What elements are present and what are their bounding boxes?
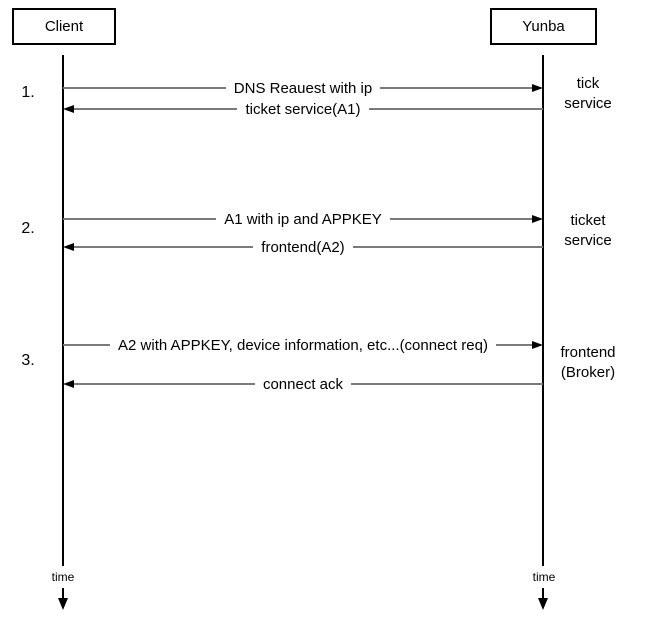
message-step1-response: ticket service(A1) — [63, 99, 543, 119]
message-step3-response-label: connect ack — [254, 375, 352, 393]
time-axis-client — [62, 588, 64, 599]
arrowhead-left-icon — [63, 243, 74, 251]
time-arrowhead-down-client-icon — [58, 598, 68, 610]
yunba-lifeline — [542, 55, 544, 566]
message-step2-response-label: frontend(A2) — [253, 238, 353, 256]
arrowhead-right-icon — [532, 84, 543, 92]
message-step2-request-label: A1 with ip and APPKEY — [216, 210, 390, 228]
actor-box-client: Client — [12, 8, 116, 45]
server-label-step3: frontend (Broker) — [548, 343, 628, 382]
message-step2-response: frontend(A2) — [63, 237, 543, 257]
server-label-step1: tick service — [548, 74, 628, 113]
actor-box-yunba: Yunba — [490, 8, 597, 45]
server-label-step2: ticket service — [548, 211, 628, 250]
server-label-line2: (Broker) — [560, 363, 616, 381]
arrowhead-right-icon — [532, 341, 543, 349]
time-label-yunba: time — [532, 570, 556, 584]
message-step1-response-label: ticket service(A1) — [237, 100, 369, 118]
time-arrowhead-down-yunba-icon — [538, 598, 548, 610]
server-label-line2: service — [564, 231, 612, 249]
message-step1-request-label: DNS Reauest with ip — [225, 79, 381, 97]
client-lifeline — [62, 55, 64, 566]
time-axis-yunba — [542, 588, 544, 599]
actor-yunba-label: Yunba — [522, 18, 565, 35]
message-step1-request: DNS Reauest with ip — [63, 78, 543, 98]
server-label-line1: tick — [576, 75, 600, 92]
arrowhead-right-icon — [532, 215, 543, 223]
arrowhead-left-icon — [63, 380, 74, 388]
server-label-line1: frontend — [560, 344, 616, 361]
step-number-2: 2. — [21, 220, 35, 237]
message-step3-response: connect ack — [63, 374, 543, 394]
arrowhead-left-icon — [63, 105, 74, 113]
message-step2-request: A1 with ip and APPKEY — [63, 209, 543, 229]
step-number-1: 1. — [21, 84, 35, 101]
server-label-line1: ticket — [570, 212, 606, 229]
server-label-line2: service — [564, 94, 612, 112]
message-step3-request-label: A2 with APPKEY, device information, etc.… — [110, 336, 496, 354]
step-number-3: 3. — [21, 352, 35, 369]
message-step3-request: A2 with APPKEY, device information, etc.… — [63, 335, 543, 355]
time-label-client: time — [51, 570, 75, 584]
actor-client-label: Client — [44, 18, 84, 35]
